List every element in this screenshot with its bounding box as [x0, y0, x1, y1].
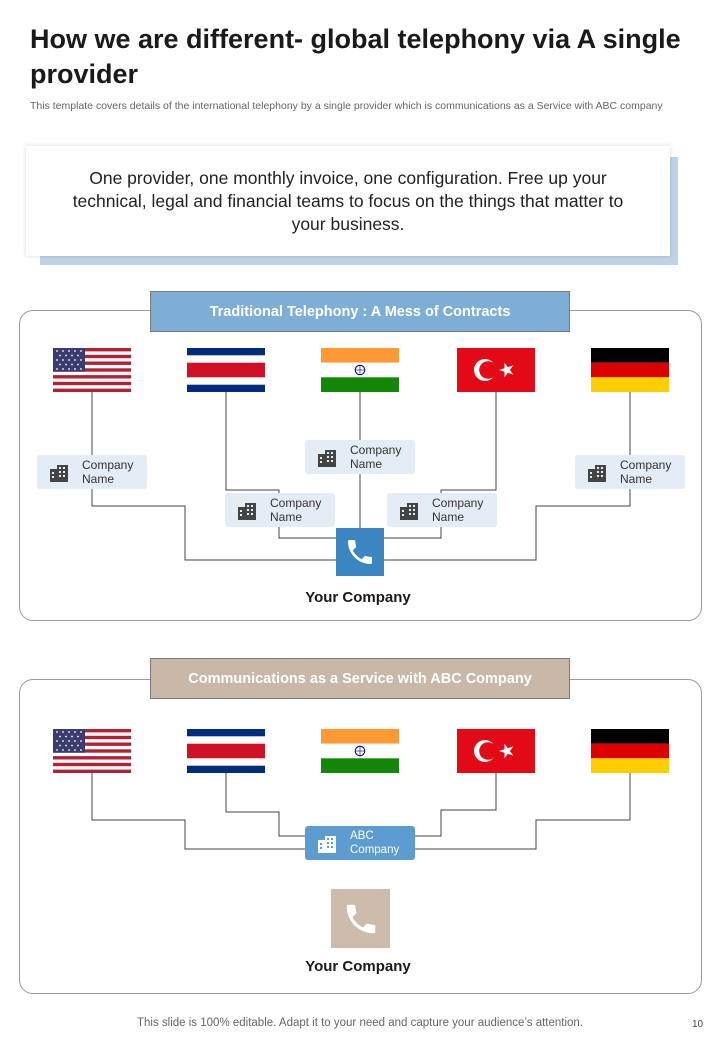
phone-icon — [346, 904, 375, 933]
usa-flag — [53, 729, 131, 773]
india-flag — [321, 348, 399, 392]
your-company-label: Your Company — [305, 958, 411, 975]
building-icon — [50, 465, 68, 482]
page-subtitle: This template covers details of the inte… — [30, 100, 663, 112]
india-flag — [321, 729, 399, 773]
building-icon — [238, 503, 256, 520]
phone-icon — [348, 540, 372, 564]
page-number: 10 — [692, 1019, 704, 1030]
building-icon — [400, 503, 418, 520]
costa-rica-flag — [187, 348, 265, 392]
germany-flag — [591, 729, 669, 773]
turkey-flag — [457, 729, 535, 773]
usa-flag — [53, 348, 131, 392]
quote-text: One provider, one monthly invoice, one c… — [72, 167, 624, 234]
footer-note: This slide is 100% editable. Adapt it to… — [136, 1017, 584, 1029]
your-company-label: Your Company — [305, 589, 411, 606]
building-icon — [318, 836, 336, 853]
phone-icon-box — [331, 889, 390, 948]
traditional-title: Traditional Telephony : A Mess of Contra… — [150, 291, 570, 332]
building-icon — [588, 465, 606, 482]
quote-box: One provider, one monthly invoice, one c… — [26, 146, 670, 256]
page-title: How we are different- global telephony v… — [30, 24, 681, 89]
phone-icon-box — [336, 528, 384, 576]
caas-title: Communications as a Service with ABC Com… — [150, 658, 570, 699]
costa-rica-flag — [187, 729, 265, 773]
building-icon — [318, 450, 336, 467]
turkey-flag — [457, 348, 535, 392]
germany-flag — [591, 348, 669, 392]
